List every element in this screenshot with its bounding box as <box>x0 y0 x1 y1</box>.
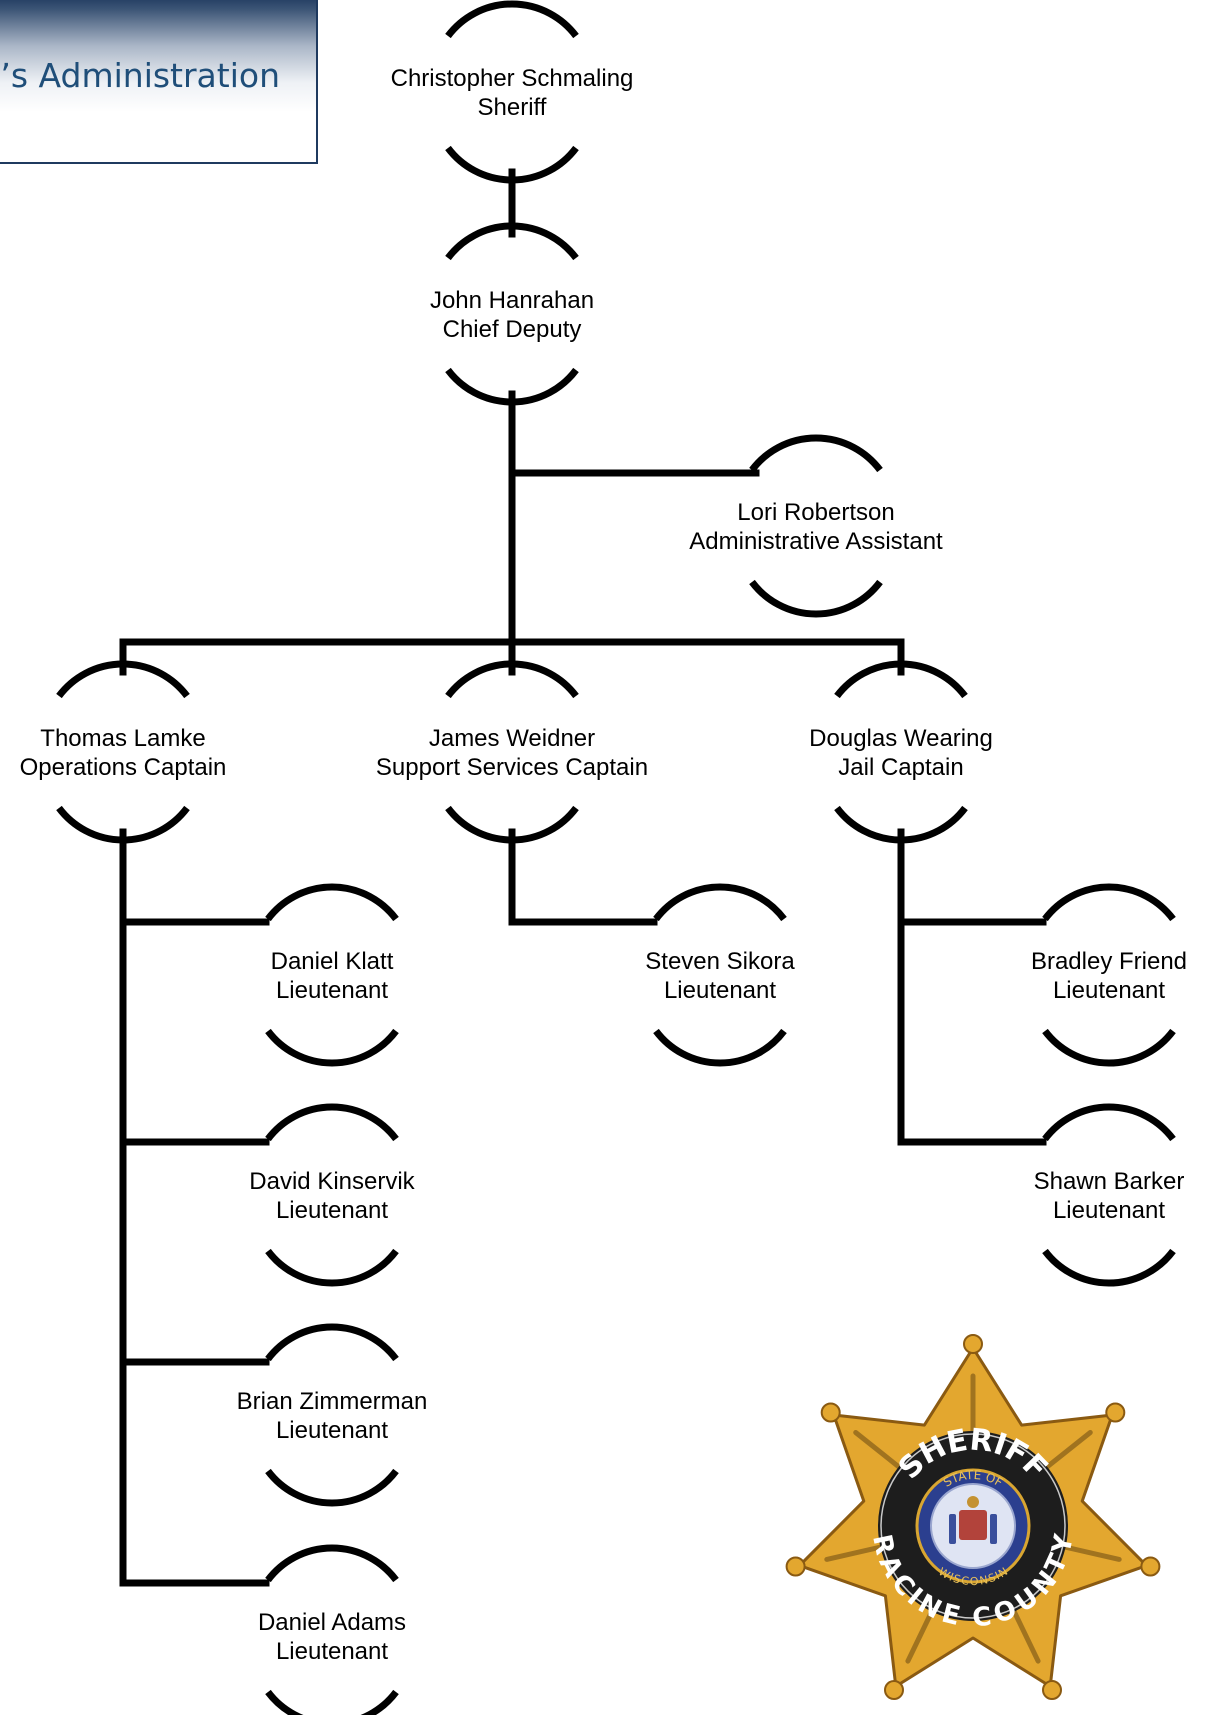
node-role: Lieutenant <box>276 977 388 1004</box>
node-role: Chief Deputy <box>443 316 582 343</box>
node-role: Operations Captain <box>20 754 227 781</box>
node-role: Lieutenant <box>1053 977 1165 1004</box>
node-name: Bradley Friend <box>1031 948 1187 975</box>
node-arc-bottom <box>445 145 579 184</box>
badge-ring-edge <box>880 1433 1066 1619</box>
node-arc-top <box>834 660 968 699</box>
node-arc-top <box>265 1544 399 1583</box>
node-arc-bottom <box>445 805 579 844</box>
node-name: Daniel Klatt <box>271 948 394 975</box>
node-arc-top <box>265 1103 399 1142</box>
node-arc-top <box>265 883 399 922</box>
node-arc-bottom <box>56 805 190 844</box>
node-name: David Kinservik <box>249 1168 415 1195</box>
badge-figure-left <box>949 1514 956 1544</box>
node-arc-top <box>749 434 883 473</box>
node-role: Lieutenant <box>276 1197 388 1224</box>
node-arc-top <box>445 222 579 261</box>
node-arc-top <box>265 1323 399 1362</box>
page-title: ’s Administration <box>0 56 280 95</box>
node-arc-bottom <box>265 1468 399 1507</box>
badge-tip-ball <box>963 1334 983 1354</box>
node-arc-top <box>1042 1103 1176 1142</box>
connector-support-lt-sikora <box>508 828 658 926</box>
node-role: Lieutenant <box>276 1417 388 1444</box>
node-name: Douglas Wearing <box>809 725 993 752</box>
badge-tip-ball <box>785 1556 806 1577</box>
node-name: James Weidner <box>429 725 595 752</box>
node-arc-top <box>56 660 190 699</box>
node-arc-bottom <box>265 1028 399 1067</box>
node-arc-top <box>445 660 579 699</box>
node-name: John Hanrahan <box>430 287 594 314</box>
page-title-banner: ’s Administration <box>0 0 318 164</box>
badge-shield <box>959 1510 987 1540</box>
badge-tip-ball <box>1140 1556 1161 1577</box>
node-role: Lieutenant <box>664 977 776 1004</box>
node-arc-bottom <box>445 367 579 406</box>
node-arc-bottom <box>834 805 968 844</box>
badge-tip-ball <box>820 1402 841 1423</box>
node-name: Brian Zimmerman <box>237 1388 428 1415</box>
node-role: Lieutenant <box>276 1638 388 1665</box>
badge-tip-ball <box>1042 1680 1062 1700</box>
badge-figure-right <box>990 1514 997 1544</box>
node-arc-top <box>445 0 579 39</box>
node-name: Christopher Schmaling <box>391 65 634 92</box>
node-arc-bottom <box>1042 1028 1176 1067</box>
node-role: Jail Captain <box>838 754 963 781</box>
node-arc-top <box>653 883 787 922</box>
node-role: Lieutenant <box>1053 1197 1165 1224</box>
node-role: Support Services Captain <box>376 754 648 781</box>
node-name: Daniel Adams <box>258 1609 406 1636</box>
node-arc-bottom <box>749 579 883 618</box>
node-name: Lori Robertson <box>737 499 894 526</box>
node-name: Steven Sikora <box>645 948 795 975</box>
node-arc-bottom <box>265 1689 399 1715</box>
node-name: Shawn Barker <box>1034 1168 1185 1195</box>
node-role: Sheriff <box>478 94 547 121</box>
badge-tip-ball <box>1105 1402 1126 1423</box>
node-arc-bottom <box>265 1248 399 1287</box>
node-arc-bottom <box>653 1028 787 1067</box>
node-name: Thomas Lamke <box>40 725 205 752</box>
sheriff-star-badge-icon: SHERIFF RACINE COUNTY STATE OF WISCONSIN <box>785 1334 1161 1700</box>
node-arc-bottom <box>1042 1248 1176 1287</box>
badge-crest <box>967 1496 979 1508</box>
node-arc-top <box>1042 883 1176 922</box>
node-role: Administrative Assistant <box>689 528 943 555</box>
badge-tip-ball <box>884 1680 904 1700</box>
connector-lines <box>119 168 1047 1587</box>
